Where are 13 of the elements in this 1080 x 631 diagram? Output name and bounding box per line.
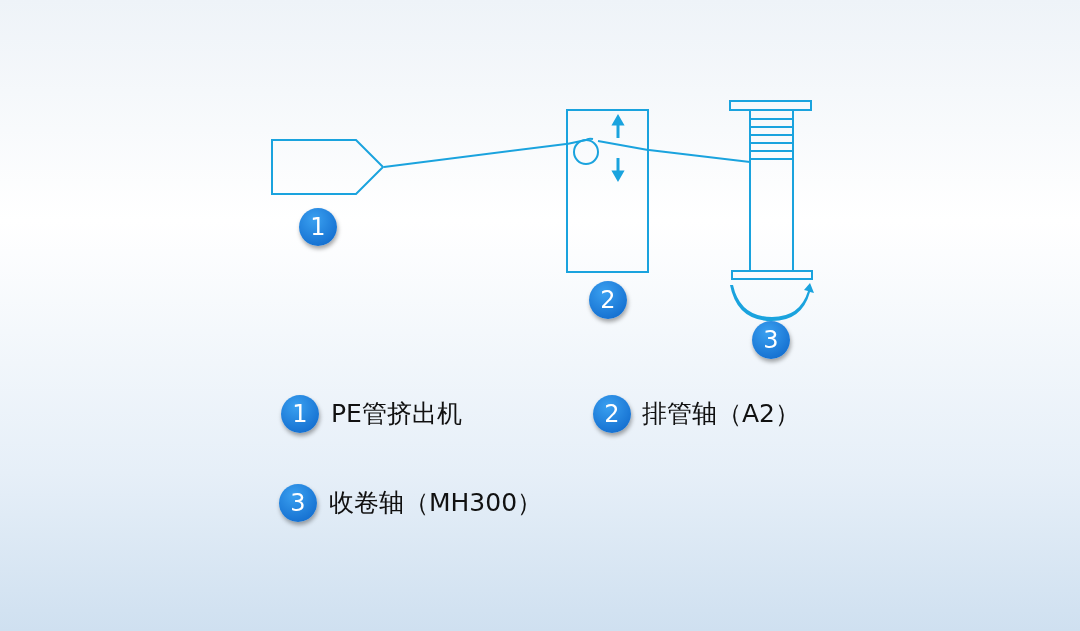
callout-number: 2 <box>589 281 627 319</box>
callout-number: 3 <box>279 484 317 522</box>
callout-number: 1 <box>299 208 337 246</box>
pipe-line <box>648 149 751 163</box>
callout-number: 2 <box>593 395 631 433</box>
part-name: 排管轴（A2） <box>642 398 800 430</box>
traverse-unit-drawing <box>565 108 650 274</box>
part-name: PE管挤出机 <box>331 398 462 430</box>
part-name: 收卷轴（MH300） <box>329 487 543 519</box>
extruder-drawing <box>270 138 386 196</box>
callout-number: 3 <box>752 321 790 359</box>
pipe-line <box>383 143 567 168</box>
callout-number: 1 <box>281 395 319 433</box>
